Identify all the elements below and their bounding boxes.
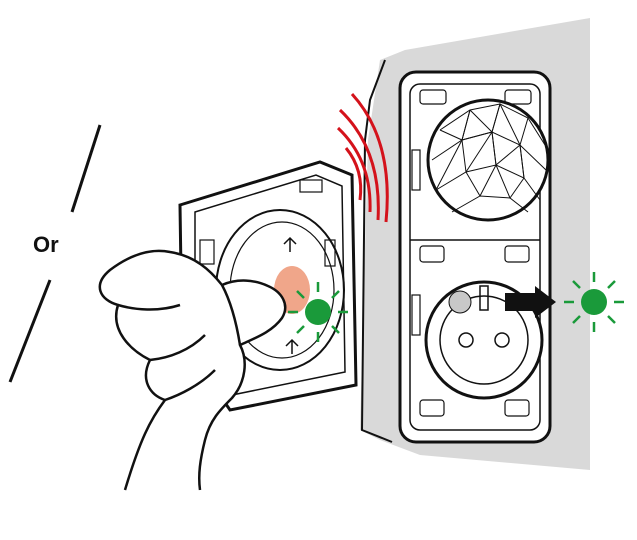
or-label: Or [33,232,59,257]
receiver-led-icon [448,290,472,314]
radio-waves-icon [336,92,389,223]
arrow-icon [505,286,556,318]
led-icon [564,272,624,332]
sensor-dome-icon [426,98,550,222]
hand-icon [98,249,287,491]
separator-line [8,124,102,383]
switch-led-icon [288,282,348,342]
